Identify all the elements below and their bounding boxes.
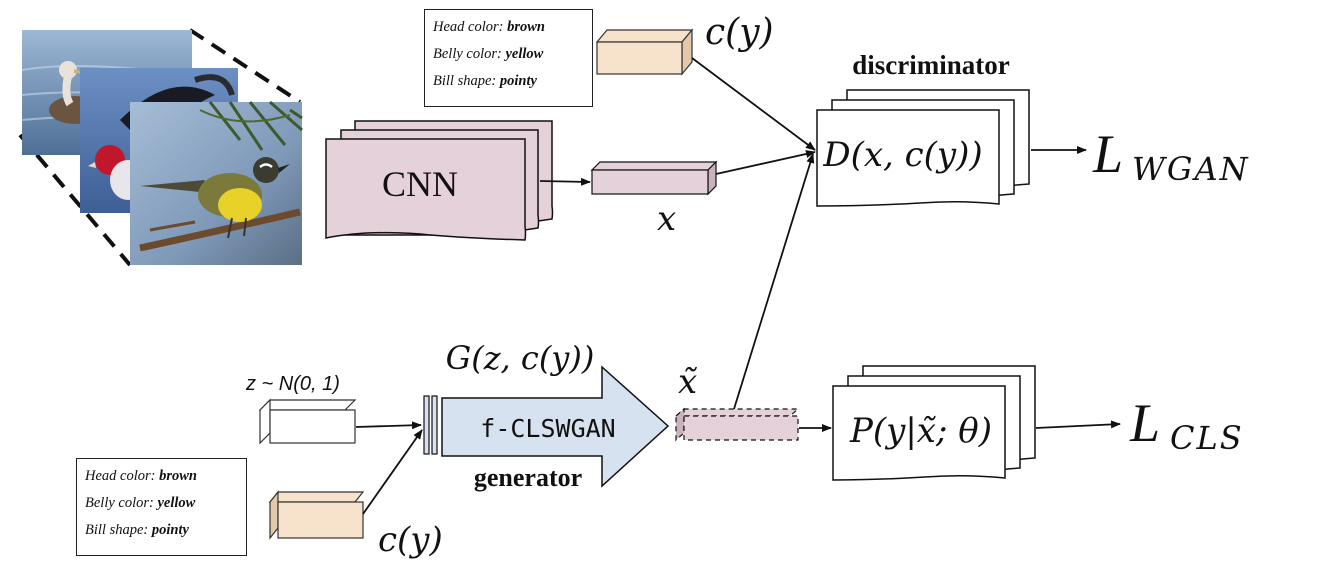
loss-wgan-symbol: L xyxy=(1092,124,1123,184)
arrow-cnn-to-x xyxy=(539,177,591,186)
generated-feature-x-tilde xyxy=(674,407,800,442)
attr-line-head-color: Head color: brown xyxy=(85,468,197,484)
bird-photo-warbler-icon xyxy=(130,100,303,265)
c-y-label-top: c(y) xyxy=(705,12,774,53)
loss-wgan-subscript: WGAN xyxy=(1132,150,1250,188)
discriminator-title: discriminator xyxy=(852,50,1009,80)
attr-line-belly-color: Belly color: yellow xyxy=(433,46,544,62)
attr-line-head-color: Head color: brown xyxy=(433,19,545,35)
c-y-label-bottom: c(y) xyxy=(378,520,443,560)
attr-line-belly-color: Belly color: yellow xyxy=(85,495,196,511)
flow-arrows xyxy=(355,57,1121,515)
discriminator-function: D(x, c(y)) xyxy=(822,135,982,175)
generator-function: G(z, c(y)) xyxy=(446,339,595,377)
loss-cls: L CLS xyxy=(1129,393,1244,457)
discriminator-block: D(x, c(y)) xyxy=(816,89,1030,207)
classifier-block: P(y|x̃; θ) xyxy=(832,365,1036,481)
attr-line-bill-shape: Bill shape: pointy xyxy=(85,522,189,538)
attr-line-bill-shape: Bill shape: pointy xyxy=(433,73,537,89)
cnn-block: CNN xyxy=(325,120,554,241)
arrow-x-to-discriminator xyxy=(715,150,816,175)
loss-wgan: L WGAN xyxy=(1092,124,1250,188)
generator-name: f-CLSWGAN xyxy=(480,414,615,443)
arrow-noise-to-generator xyxy=(355,421,422,430)
arrow-cy-to-discriminator xyxy=(691,57,816,151)
attribute-description-top: Head color: brown Belly color: yellow Bi… xyxy=(424,9,593,107)
loss-cls-subscript: CLS xyxy=(1170,419,1244,457)
visual-feature-x xyxy=(590,160,718,196)
cnn-label: CNN xyxy=(382,164,458,204)
arrow-classifier-to-loss xyxy=(1035,420,1121,429)
x-tilde-label: x̃ xyxy=(678,362,698,402)
noise-vector xyxy=(258,398,357,445)
attribute-embedding-top xyxy=(595,28,694,76)
generator-block: f-CLSWGAN xyxy=(423,365,670,488)
generator-title: generator xyxy=(474,463,582,492)
attribute-embedding-bottom xyxy=(268,490,365,540)
noise-label: z ~ N(0, 1) xyxy=(245,373,340,395)
attribute-description-bottom: Head color: brown Belly color: yellow Bi… xyxy=(76,458,247,556)
x-feature-label: x xyxy=(657,199,676,239)
classifier-function: P(y|x̃; θ) xyxy=(849,411,992,451)
bird-image-stack xyxy=(18,28,303,267)
arrow-cy-to-generator xyxy=(362,429,423,515)
loss-cls-symbol: L xyxy=(1129,393,1160,453)
arrow-xtilde-to-discriminator xyxy=(733,153,815,410)
